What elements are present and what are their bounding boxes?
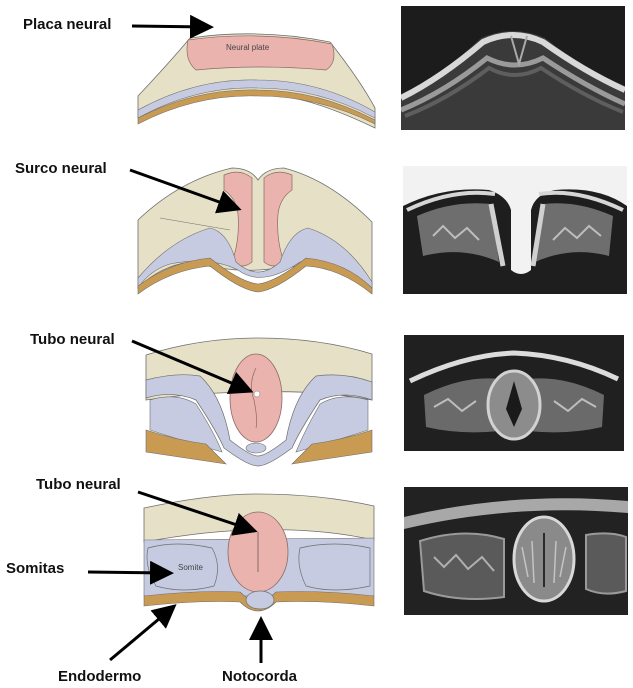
label-tubo-neural-2: Tubo neural <box>36 476 121 493</box>
label-somitas: Somitas <box>6 560 64 577</box>
label-tubo-neural-1: Tubo neural <box>30 331 115 348</box>
label-placa-neural: Placa neural <box>23 16 111 33</box>
micrograph-neural-groove <box>403 166 627 294</box>
label-surco-neural: Surco neural <box>15 160 107 177</box>
label-notocorda: Notocorda <box>222 668 297 685</box>
stage4-somites-drawing <box>144 494 374 611</box>
arrow-placa-neural <box>132 26 208 27</box>
arrow-endodermo <box>110 608 172 660</box>
somite-inner-label: Somite <box>178 563 203 572</box>
label-endodermo: Endodermo <box>58 668 141 685</box>
neural-plate-inner-label: Neural plate <box>226 43 269 52</box>
micrograph-neural-plate <box>401 6 625 130</box>
micrograph-neural-tube <box>404 335 624 451</box>
arrow-somitas <box>88 572 168 573</box>
micrograph-somites <box>404 487 628 615</box>
stage3-neural-tube-drawing <box>146 338 372 466</box>
